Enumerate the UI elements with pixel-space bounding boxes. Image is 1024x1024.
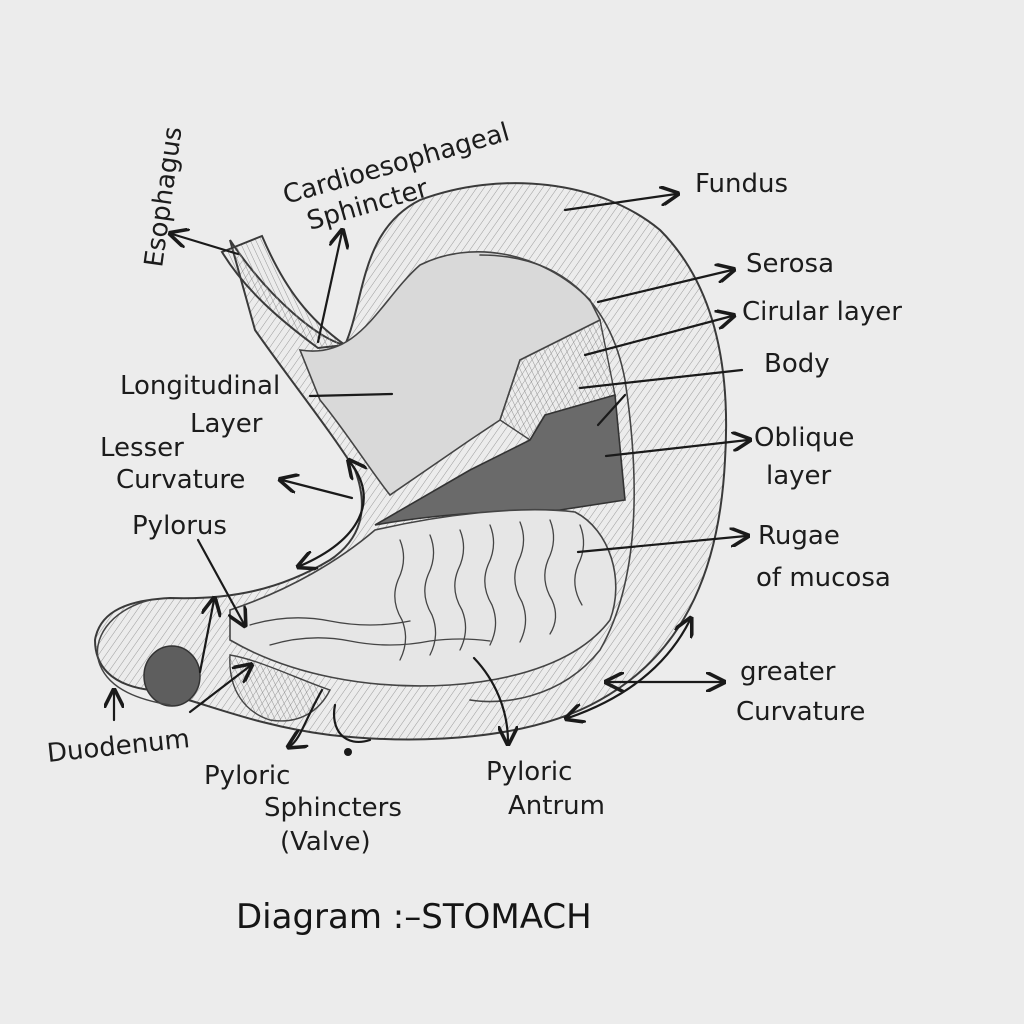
label-esophagus: Esophagus xyxy=(139,125,188,269)
label-pyloric-antrum-2: Antrum xyxy=(508,791,605,821)
pointer-circular-layer xyxy=(583,316,732,357)
pointer-longitudinal xyxy=(308,392,394,398)
rugae-folds xyxy=(249,519,585,661)
label-pyloric-valve: (Valve) xyxy=(280,827,371,857)
pointer-serosa xyxy=(596,270,732,304)
pointer-valve xyxy=(290,688,324,746)
label-lesser: Lesser xyxy=(100,433,184,463)
label-rugae: Rugae xyxy=(758,521,840,551)
pointer-pyloric-antrum xyxy=(472,656,508,742)
serosa-line xyxy=(469,254,635,703)
label-greater: greater xyxy=(740,657,836,687)
pointer-oblique xyxy=(604,440,748,458)
label-duodenum: Duodenum xyxy=(46,724,192,769)
label-greater-curvature: Curvature xyxy=(736,697,865,727)
label-pyloric-sphincters: Pyloric xyxy=(204,761,290,791)
pointer-lesser-curvature-arc xyxy=(300,462,364,566)
pointer-lesser-curvature xyxy=(282,480,354,500)
duodenum-opening xyxy=(143,645,201,707)
label-oblique: Oblique xyxy=(754,423,854,453)
stomach-illustration xyxy=(93,182,728,756)
label-oblique-layer: layer xyxy=(766,461,832,491)
label-rugae-mucosa: of mucosa xyxy=(756,563,891,593)
rugae-mucosa-region xyxy=(229,508,617,687)
diagram-title: Diagram :–STOMACH xyxy=(236,897,592,937)
pointer-rugae xyxy=(576,536,746,554)
pointer-pylorus xyxy=(196,538,244,624)
pointer-duodenum-up xyxy=(198,600,214,674)
pointer-fundus xyxy=(563,194,676,212)
label-serosa: Serosa xyxy=(746,249,834,279)
label-pylorus: Pylorus xyxy=(132,511,227,541)
label-circular-layer: Cirular layer xyxy=(742,297,902,327)
label-longitudinal-layer: Layer xyxy=(190,409,263,439)
valve-dot xyxy=(344,748,352,756)
label-longitudinal: Longitudinal xyxy=(120,371,280,401)
label-fundus: Fundus xyxy=(695,169,788,199)
label-pyloric-sphincters-2: Sphincters xyxy=(264,793,402,823)
label-pyloric-antrum: Pyloric xyxy=(486,757,572,787)
pointer-pyloric-sphincter xyxy=(188,666,250,714)
pointer-body-tick xyxy=(596,393,627,427)
label-lesser-curvature: Curvature xyxy=(116,465,245,495)
pointer-esophagus xyxy=(172,234,240,256)
duodenum-curve xyxy=(96,599,171,706)
pointer-body xyxy=(578,368,744,390)
pointer-lines xyxy=(114,194,748,746)
pointer-valve-ring xyxy=(332,703,372,743)
label-body: Body xyxy=(764,349,830,379)
pointer-cardioesophageal xyxy=(316,232,342,344)
